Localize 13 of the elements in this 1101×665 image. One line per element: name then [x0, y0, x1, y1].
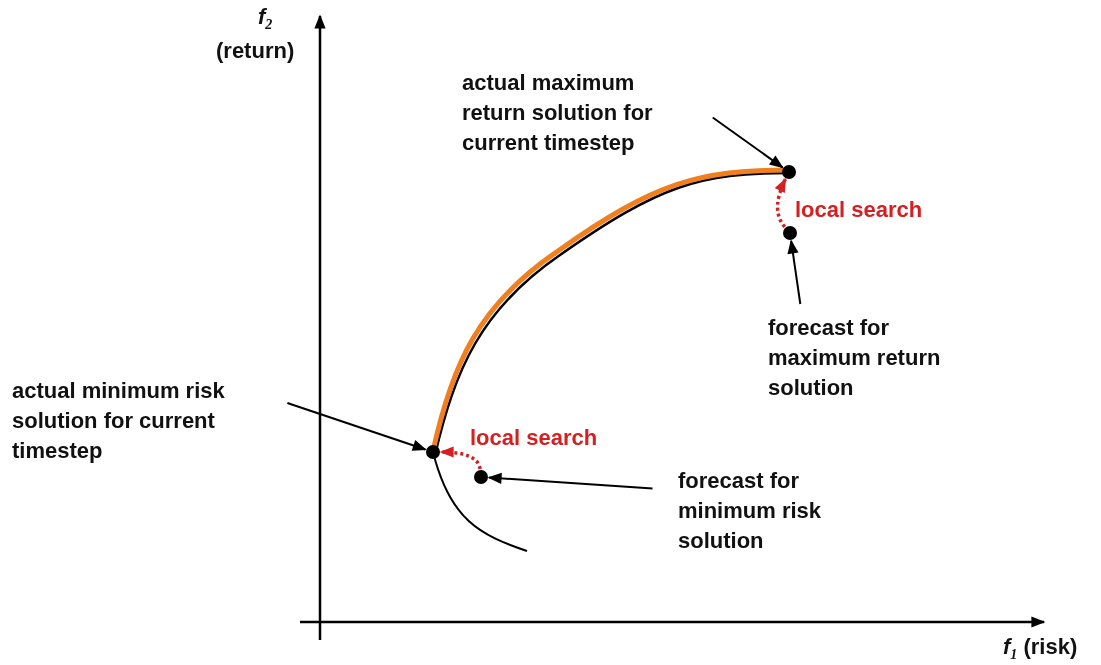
callout-text: actual maximum return solution for current timestep — [462, 68, 680, 158]
callout-text: forecast for minimum risk solution — [678, 466, 848, 556]
axis-label: f$_{2}$ — [258, 4, 273, 35]
solution-dot — [426, 445, 440, 459]
solution-dot — [783, 226, 797, 240]
solution-dot — [474, 470, 488, 484]
axis-label: (return) — [216, 38, 295, 64]
edge-label: local search — [470, 425, 598, 451]
edge-label: local search — [795, 197, 923, 223]
axis-label: f$_{1}$ (risk) — [1003, 634, 1078, 665]
callout-text: actual minimum risk solution for current timestep — [12, 376, 282, 466]
callout-text: forecast for maximum return solution — [768, 313, 958, 403]
solution-dot — [782, 165, 796, 179]
